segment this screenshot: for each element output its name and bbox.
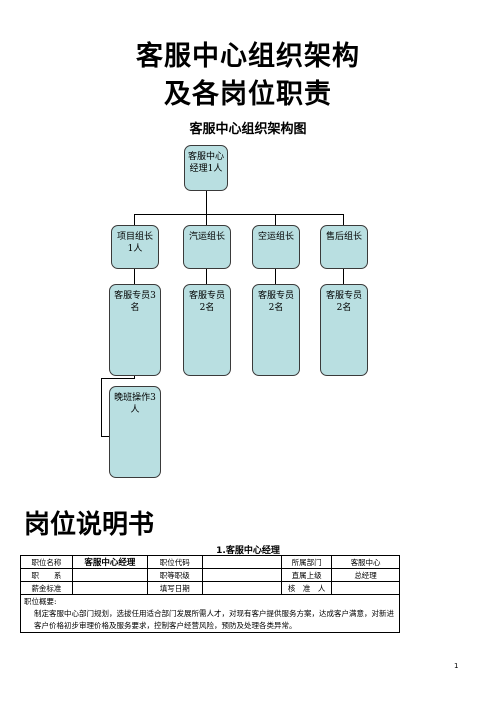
table-cell: 职位代码 <box>146 555 203 569</box>
table-row: 职 系 职等职级 直属上级 总经理 <box>20 568 400 582</box>
table-row: 薪金标准 填写日期 核 准 人 <box>20 581 400 595</box>
table-cell: 核 准 人 <box>281 581 333 595</box>
table-cell: 总经理 <box>331 568 400 582</box>
org-connector-extra-v1 <box>134 376 135 378</box>
org-connector-extra-h <box>101 378 135 379</box>
org-group-box-4: 售后组长 <box>320 225 368 269</box>
org-member-box-1: 客服专员3名 <box>109 284 161 376</box>
org-member-label-2: 客服专员2名 <box>188 291 225 313</box>
table-cell: 直属上级 <box>281 568 333 582</box>
table-caption: 1.客服中心经理 <box>216 546 280 556</box>
job-description-table: 职位名称 客服中心经理 职位代码 所属部门 客服中心 职 系 职等职级 直属上级… <box>20 555 400 633</box>
table-cell <box>331 581 400 595</box>
table-cell: 职 系 <box>20 568 73 582</box>
org-connector-extra-v2 <box>101 378 102 437</box>
summary-cell: 职位概要: 制定客服中心部门规划，选拔任用适合部门发展所需人才，对现有客户提供服… <box>20 594 400 633</box>
org-group-label-1: 项目组长1人 <box>116 232 153 254</box>
org-root-box: 客服中心经理1人 <box>184 145 228 191</box>
table-cell <box>201 581 283 595</box>
table-cell <box>71 568 148 582</box>
section-title: 岗位说明书 <box>24 510 155 540</box>
document-title-line1: 客服中心组织架构 <box>136 41 360 72</box>
table-cell <box>201 555 283 569</box>
org-group-label-4: 售后组长 <box>325 232 362 242</box>
table-cell: 薪金标准 <box>20 581 73 595</box>
table-cell: 填写日期 <box>146 581 203 595</box>
table-cell: 客服中心经理 <box>71 555 148 569</box>
org-connector-root <box>206 191 207 215</box>
org-member-label-4: 客服专员2名 <box>325 291 362 313</box>
table-cell: 所属部门 <box>281 555 333 569</box>
org-member-label-1: 客服专员3名 <box>114 291 156 313</box>
org-member-box-4: 客服专员2名 <box>320 284 368 376</box>
org-group-box-3: 空运组长 <box>252 225 300 269</box>
org-extra-box: 晚班操作3人 <box>109 386 161 478</box>
table-cell: 职位名称 <box>20 555 73 569</box>
org-connector-member-2 <box>206 269 207 284</box>
org-group-label-2: 汽运组长 <box>188 232 225 242</box>
org-connector-2 <box>206 214 207 225</box>
org-root-label: 客服中心经理1人 <box>188 152 225 174</box>
org-connector-horizontal <box>134 214 344 215</box>
org-connector-member-3 <box>275 269 276 284</box>
document-title-line2: 及各岗位职责 <box>164 79 332 110</box>
org-group-box-2: 汽运组长 <box>183 225 231 269</box>
org-chart: 客服中心经理1人 项目组长1人 汽运组长 空运组长 售后组长 客服专员3名 <box>101 145 368 478</box>
table-cell: 客服中心 <box>331 555 400 569</box>
org-connector-extra-h2 <box>101 436 109 437</box>
org-member-box-3: 客服专员2名 <box>252 284 300 376</box>
org-extra-label: 晚班操作3人 <box>114 393 156 415</box>
org-connector-4 <box>343 214 344 225</box>
table-row-summary: 职位概要: 制定客服中心部门规划，选拔任用适合部门发展所需人才，对现有客户提供服… <box>20 594 400 633</box>
org-connector-1 <box>134 214 135 225</box>
org-connector-3 <box>275 214 276 225</box>
org-chart-title: 客服中心组织架构图 <box>189 122 307 137</box>
org-connector-member-1 <box>134 269 135 284</box>
org-group-label-3: 空运组长 <box>257 232 294 242</box>
table-cell: 职等职级 <box>146 568 203 582</box>
page-number: 1 <box>454 662 459 670</box>
summary-label: 职位概要: <box>24 597 57 606</box>
org-connector-member-4 <box>343 269 344 284</box>
org-member-box-2: 客服专员2名 <box>183 284 231 376</box>
table-cell <box>201 568 283 582</box>
table-row: 职位名称 客服中心经理 职位代码 所属部门 客服中心 <box>20 555 400 569</box>
table-cell <box>71 581 148 595</box>
summary-text: 制定客服中心部门规划，选拔任用适合部门发展所需人才，对现有客户提供服务方案，达成… <box>34 609 394 630</box>
org-group-box-1: 项目组长1人 <box>111 225 159 269</box>
org-member-label-3: 客服专员2名 <box>257 291 294 313</box>
